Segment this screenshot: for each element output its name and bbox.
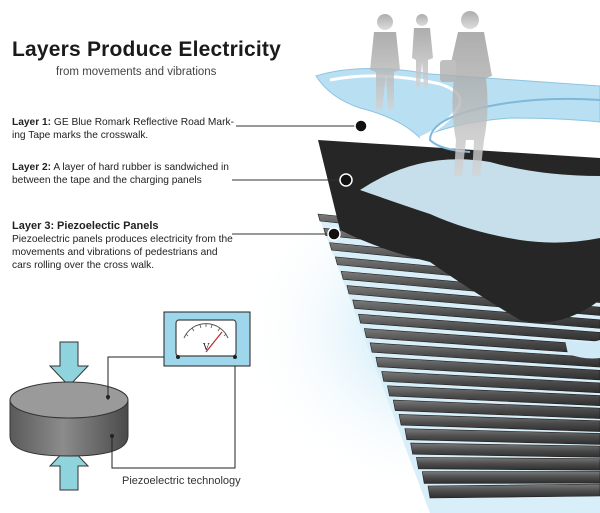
panel-slat [387, 385, 600, 407]
layer-2-text: A layer of hard rubber is sandwiched in … [12, 162, 229, 186]
layer-2-description: Layer 2: A layer of hard rubber is sandw… [12, 161, 240, 187]
panel-slat [369, 342, 600, 368]
layer-1-label: Layer 1: [12, 117, 52, 128]
layer-3-heading: Piezoelectic Panels [57, 220, 159, 232]
pedestrians-silhouette [370, 11, 492, 176]
press-arrow-down [48, 341, 90, 387]
page-subtitle: from movements and vibrations [56, 66, 217, 78]
callout-leaders [232, 119, 368, 241]
press-arrow-up [48, 445, 90, 491]
layer-2-label: Layer 2: [12, 162, 52, 173]
voltmeter: V [163, 311, 251, 367]
page-title: Layers Produce Electricity [12, 38, 281, 61]
panel-slat [427, 483, 600, 499]
layer-1-text: GE Blue Romark Reflective Road Mark-ing … [12, 117, 234, 141]
panel-slat [410, 442, 600, 458]
panel-slat [358, 313, 600, 342]
layer-1-description: Layer 1: GE Blue Romark Reflective Road … [12, 116, 234, 142]
meter-needle [205, 331, 223, 353]
rubber-layer [318, 140, 600, 359]
panel-slat [421, 471, 600, 484]
schematic-caption: Piezoelectric technology [122, 475, 241, 487]
panel-slat [375, 356, 600, 381]
panel-slat [363, 328, 600, 355]
layer-3-label: Layer 3: [12, 220, 55, 232]
layer-3-description: Layer 3: Piezoelectic Panels Piezoelectr… [12, 220, 234, 272]
meter-symbol: V [202, 343, 210, 353]
panel-slat [404, 428, 600, 445]
panel-slat [392, 399, 600, 419]
piezo-schematic: V [9, 311, 251, 491]
piezo-cylinder [9, 381, 129, 457]
layer-3-text: Piezoelectric panels produces electricit… [12, 234, 233, 271]
panel-slat [416, 457, 600, 471]
panel-slat [381, 371, 600, 394]
panel-slat [398, 414, 600, 432]
